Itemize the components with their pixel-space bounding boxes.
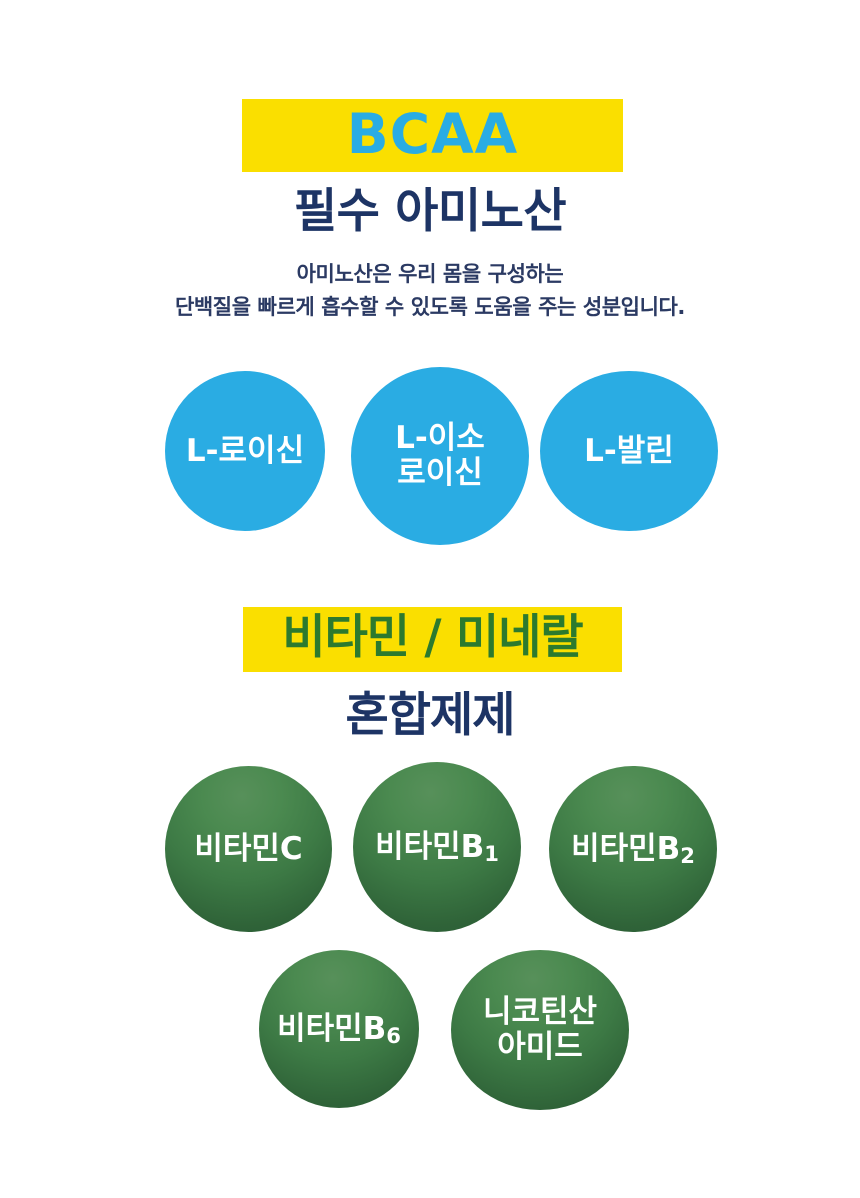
nicotinamide-line-2: 아미드 <box>497 1029 583 1065</box>
amino-circle-leucine: L-로이신 <box>165 371 325 531</box>
vitamin-b2-name-wrap: 비타민B2 <box>571 830 695 869</box>
vitamin-mineral-headline: 혼합제제 <box>345 688 516 743</box>
nicotinamide-line-1: 니코틴산 <box>482 994 598 1031</box>
vitamin-b6-name-wrap: 비타민B6 <box>277 1010 401 1049</box>
vitamin-c-name: 비타민C <box>194 830 303 867</box>
amino-isoleucine-line-1: L-이소 <box>395 420 485 457</box>
vitamin-circle-vitamin-c-label: 비타민C <box>188 830 308 867</box>
vitamin-mineral-banner-label: 비타민 / 미네랄 <box>282 610 583 665</box>
vitamin-c-name-wrap: 비타민C <box>194 830 303 867</box>
vitamin-circle-vitamin-b2: 비타민B2 <box>549 766 717 932</box>
vitamin-mineral-banner: 비타민 / 미네랄 <box>243 607 622 672</box>
bcaa-headline: 필수 아미노산 <box>293 184 567 239</box>
vitamin-circle-vitamin-b6-label: 비타민B6 <box>271 1010 407 1049</box>
vitamin-b1-name-wrap: 비타민B1 <box>375 828 499 867</box>
amino-valine-line-1: L-발린 <box>584 432 674 469</box>
vitamin-circle-vitamin-c: 비타민C <box>165 766 332 932</box>
vitamin-b2-name: 비타민B <box>571 830 681 867</box>
vitamin-b6-subscript: 6 <box>386 1023 401 1049</box>
vitamin-b1-subscript: 1 <box>484 841 499 867</box>
amino-leucine-line-1: L-로이신 <box>185 432 305 469</box>
bcaa-banner-label: BCAA <box>346 102 519 166</box>
amino-circle-valine-label: L-발린 <box>578 432 680 469</box>
amino-isoleucine-line-2: 로이신 <box>397 455 483 491</box>
bcaa-description-line-1: 아미노산은 우리 몸을 구성하는 <box>296 262 564 286</box>
vitamin-b6-name: 비타민B <box>277 1010 387 1047</box>
amino-circle-isoleucine: L-이소 로이신 <box>351 367 529 545</box>
amino-circle-valine: L-발린 <box>540 371 718 531</box>
vitamin-circle-vitamin-b1-label: 비타민B1 <box>369 828 505 867</box>
vitamin-circle-vitamin-b1: 비타민B1 <box>353 762 521 932</box>
vitamin-circle-nicotinamide-label: 니코틴산 아미드 <box>477 995 603 1064</box>
bcaa-banner: BCAA <box>242 99 623 172</box>
vitamin-b1-name: 비타민B <box>375 828 485 865</box>
amino-circle-isoleucine-label: L-이소 로이신 <box>389 421 491 490</box>
vitamin-circle-nicotinamide: 니코틴산 아미드 <box>451 950 629 1110</box>
bcaa-description-line-2: 단백질을 빠르게 흡수할 수 있도록 도움을 주는 성분입니다. <box>174 295 686 319</box>
vitamin-b2-subscript: 2 <box>680 843 695 869</box>
bcaa-description: 아미노산은 우리 몸을 구성하는 단백질을 빠르게 흡수할 수 있도록 도움을 … <box>0 258 860 324</box>
vitamin-circle-vitamin-b6: 비타민B6 <box>259 950 419 1108</box>
vitamin-circle-vitamin-b2-label: 비타민B2 <box>565 830 701 869</box>
amino-circle-leucine-label: L-로이신 <box>180 432 310 469</box>
